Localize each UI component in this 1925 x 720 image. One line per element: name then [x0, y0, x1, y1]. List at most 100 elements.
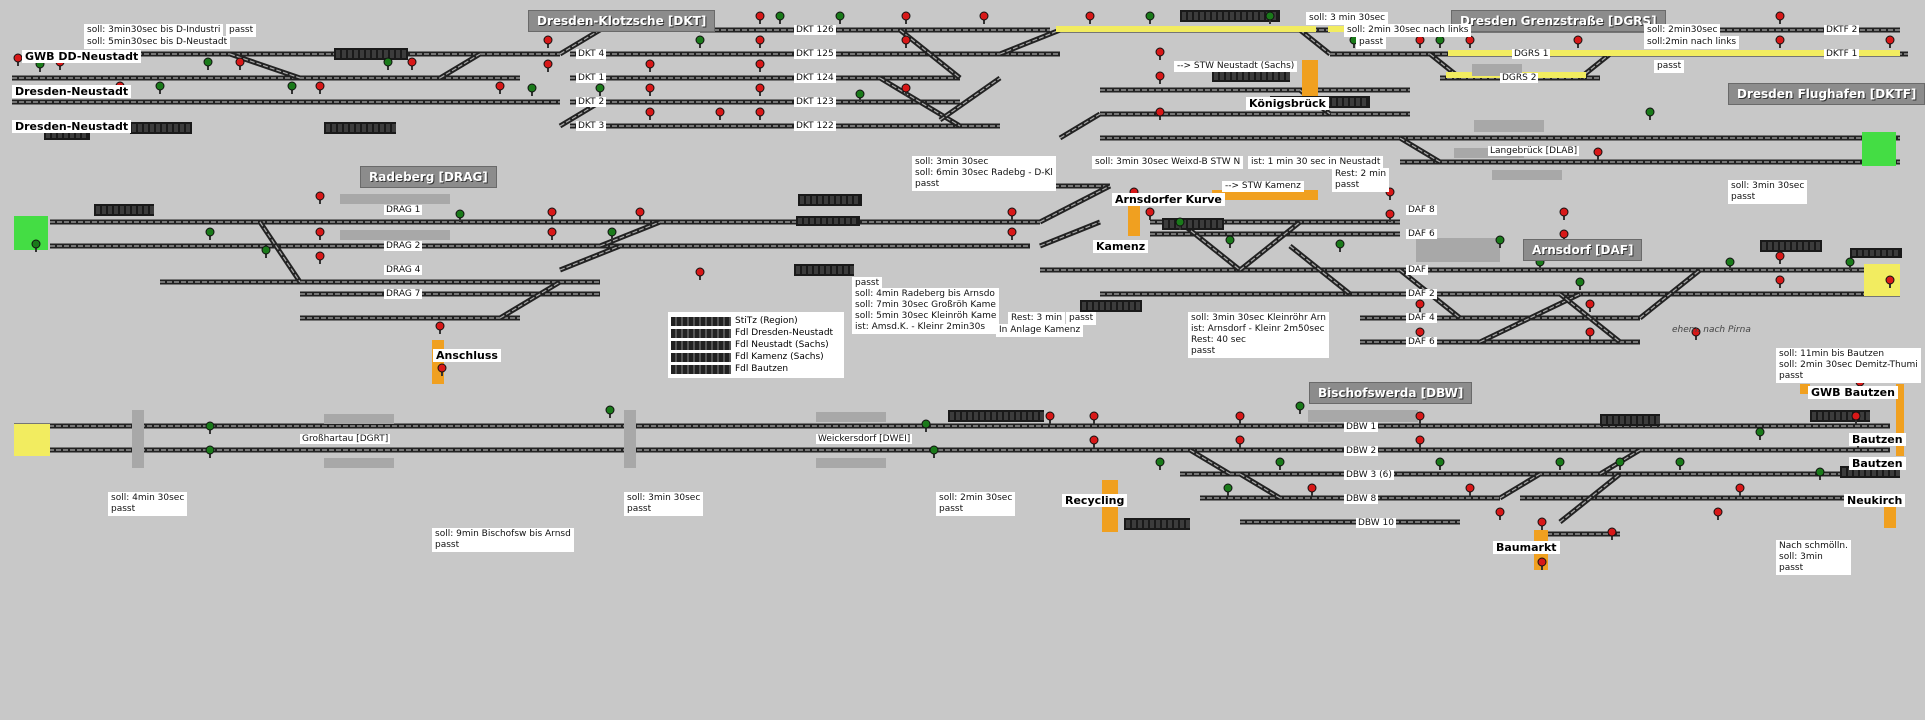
signal-mast[interactable] — [759, 42, 761, 48]
signal-lamp[interactable] — [1295, 401, 1305, 411]
signal-mast[interactable] — [1389, 216, 1391, 222]
signal-mast[interactable] — [1849, 264, 1851, 270]
signal-icon[interactable] — [543, 59, 553, 72]
signal-mast[interactable] — [207, 64, 209, 70]
signal-icon[interactable] — [1495, 235, 1505, 248]
signal-lamp[interactable] — [835, 11, 845, 21]
signal-icon[interactable] — [315, 227, 325, 240]
signal-lamp[interactable] — [435, 321, 445, 331]
arrow-stw-neustadt[interactable]: --> STW Neustadt (Sachs) — [1174, 61, 1298, 72]
signal-lamp[interactable] — [1465, 35, 1475, 45]
signal-mast[interactable] — [1577, 42, 1579, 48]
signal-mast[interactable] — [1439, 42, 1441, 48]
signal-lamp[interactable] — [1585, 299, 1595, 309]
signal-icon[interactable] — [755, 11, 765, 24]
place-neukirch[interactable]: Neukirch — [1844, 494, 1906, 507]
signal-mast[interactable] — [265, 252, 267, 258]
signal-icon[interactable] — [605, 405, 615, 418]
signal-icon[interactable] — [13, 53, 23, 66]
signal-icon[interactable] — [383, 57, 393, 70]
signal-mast[interactable] — [759, 66, 761, 72]
signal-mast[interactable] — [1311, 490, 1313, 496]
signal-mast[interactable] — [1855, 418, 1857, 424]
signal-icon[interactable] — [635, 207, 645, 220]
signal-mast[interactable] — [933, 452, 935, 458]
signal-lamp[interactable] — [755, 83, 765, 93]
signal-icon[interactable] — [235, 57, 245, 70]
signal-mast[interactable] — [1419, 418, 1421, 424]
signal-mast[interactable] — [1695, 334, 1697, 340]
signal-icon[interactable] — [1275, 457, 1285, 470]
signal-lamp[interactable] — [645, 59, 655, 69]
signal-mast[interactable] — [439, 328, 441, 334]
signal-mast[interactable] — [611, 234, 613, 240]
signal-icon[interactable] — [1155, 47, 1165, 60]
signal-icon[interactable] — [979, 11, 989, 24]
signal-mast[interactable] — [699, 42, 701, 48]
signal-icon[interactable] — [1713, 507, 1723, 520]
signal-icon[interactable] — [1155, 71, 1165, 84]
signal-mast[interactable] — [291, 88, 293, 94]
signal-mast[interactable] — [1779, 258, 1781, 264]
signal-icon[interactable] — [1085, 11, 1095, 24]
signal-lamp[interactable] — [205, 445, 215, 455]
signal-lamp[interactable] — [205, 227, 215, 237]
signal-mast[interactable] — [499, 88, 501, 94]
signal-mast[interactable] — [1239, 418, 1241, 424]
signal-mast[interactable] — [239, 64, 241, 70]
signal-mast[interactable] — [319, 198, 321, 204]
signal-mast[interactable] — [1469, 42, 1471, 48]
signal-mast[interactable] — [319, 88, 321, 94]
signal-lamp[interactable] — [855, 89, 865, 99]
place-recycling[interactable]: Recycling — [1062, 494, 1128, 507]
signal-mast[interactable] — [1889, 282, 1891, 288]
signal-lamp[interactable] — [1007, 207, 1017, 217]
signal-mast[interactable] — [1149, 214, 1151, 220]
signal-mast[interactable] — [1011, 234, 1013, 240]
signal-mast[interactable] — [1419, 42, 1421, 48]
signal-icon[interactable] — [547, 227, 557, 240]
arrow-stw-kamenz[interactable]: --> STW Kamenz — [1222, 181, 1304, 192]
signal-lamp[interactable] — [1495, 507, 1505, 517]
signal-mast[interactable] — [1353, 42, 1355, 48]
signal-icon[interactable] — [205, 227, 215, 240]
signal-lamp[interactable] — [1085, 11, 1095, 21]
signal-lamp[interactable] — [929, 445, 939, 455]
signal-mast[interactable] — [209, 452, 211, 458]
signal-lamp[interactable] — [1675, 457, 1685, 467]
signal-icon[interactable] — [1465, 35, 1475, 48]
signal-lamp[interactable] — [407, 57, 417, 67]
signal-lamp[interactable] — [1089, 435, 1099, 445]
signal-icon[interactable] — [645, 83, 655, 96]
signal-lamp[interactable] — [1537, 517, 1547, 527]
signal-icon[interactable] — [1235, 411, 1245, 424]
signal-lamp[interactable] — [1415, 299, 1425, 309]
signal-lamp[interactable] — [1415, 35, 1425, 45]
place-gwb-dd-neustadt[interactable]: GWB DD-Neustadt — [22, 50, 142, 63]
signal-icon[interactable] — [755, 35, 765, 48]
signal-lamp[interactable] — [1495, 235, 1505, 245]
signal-icon[interactable] — [1295, 401, 1305, 414]
signal-icon[interactable] — [1175, 217, 1185, 230]
signal-lamp[interactable] — [1775, 275, 1785, 285]
signal-mast[interactable] — [1579, 284, 1581, 290]
signal-icon[interactable] — [1775, 35, 1785, 48]
signal-lamp[interactable] — [1645, 107, 1655, 117]
legend-row[interactable]: Fdl Bautzen — [671, 363, 841, 375]
signal-lamp[interactable] — [1815, 467, 1825, 477]
signal-mast[interactable] — [1499, 514, 1501, 520]
signal-mast[interactable] — [1779, 42, 1781, 48]
signal-icon[interactable] — [1585, 299, 1595, 312]
signal-mast[interactable] — [759, 90, 761, 96]
signal-mast[interactable] — [1093, 418, 1095, 424]
signal-mast[interactable] — [1159, 114, 1161, 120]
signal-mast[interactable] — [1717, 514, 1719, 520]
signal-mast[interactable] — [1089, 18, 1091, 24]
signal-icon[interactable] — [1537, 517, 1547, 530]
place-bautzen-1[interactable]: Bautzen — [1849, 433, 1906, 446]
signal-mast[interactable] — [1439, 464, 1441, 470]
signal-mast[interactable] — [1419, 442, 1421, 448]
signal-lamp[interactable] — [775, 11, 785, 21]
signal-icon[interactable] — [31, 239, 41, 252]
signal-lamp[interactable] — [1585, 327, 1595, 337]
